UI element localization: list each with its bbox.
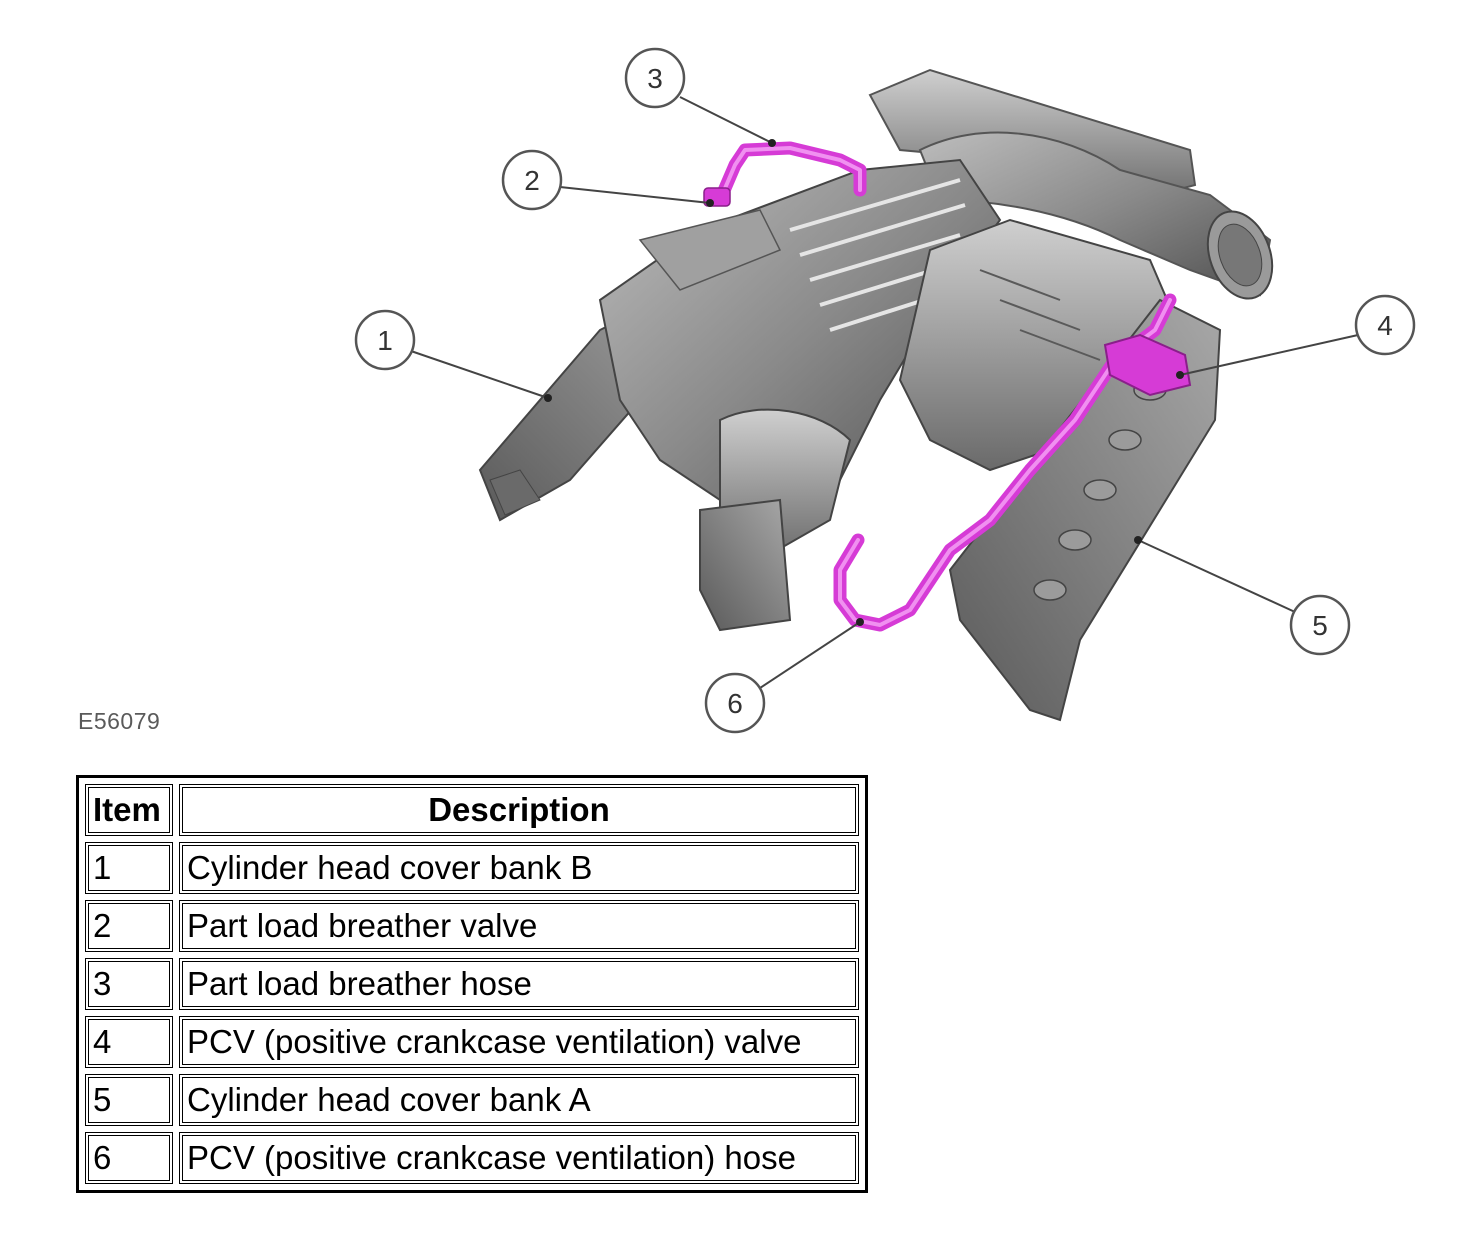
legend-item-description: PCV (positive crankcase ventilation) hos… (179, 1132, 859, 1184)
legend-item-number: 6 (85, 1132, 173, 1184)
svg-text:1: 1 (377, 325, 393, 356)
legend-item-description: Cylinder head cover bank B (179, 842, 859, 894)
legend-item-number: 3 (85, 958, 173, 1010)
callout-3: 3 (624, 47, 686, 109)
intake-manifold (598, 158, 1002, 632)
table-row: 1 Cylinder head cover bank B (85, 842, 859, 894)
table-row: 4 PCV (positive crankcase ventilation) v… (85, 1016, 859, 1068)
legend-item-description: Part load breather hose (179, 958, 859, 1010)
engine-diagram: 1 2 3 4 5 6 (354, 47, 1416, 734)
table-row: 2 Part load breather valve (85, 900, 859, 952)
callout-5: 5 (1289, 594, 1351, 656)
callout-1: 1 (354, 309, 416, 371)
svg-text:3: 3 (647, 63, 663, 94)
leader-lines (407, 96, 1359, 689)
svg-text:4: 4 (1377, 310, 1393, 341)
legend-item-number: 4 (85, 1016, 173, 1068)
callout-6: 6 (704, 672, 766, 734)
legend-table: Item Description 1 Cylinder head cover b… (76, 775, 868, 1193)
legend-item-description: Cylinder head cover bank A (179, 1074, 859, 1126)
table-row: 3 Part load breather hose (85, 958, 859, 1010)
svg-text:6: 6 (727, 688, 743, 719)
callout-2: 2 (501, 149, 563, 211)
legend-header-item: Item (85, 784, 173, 836)
air-intake-duct (868, 68, 1274, 300)
part-load-breather-hose (713, 141, 867, 207)
pcv-valve (1103, 333, 1192, 397)
legend-item-description: PCV (positive crankcase ventilation) val… (179, 1016, 859, 1068)
legend-item-number: 1 (85, 842, 173, 894)
legend-header-description: Description (179, 784, 859, 836)
legend-item-description: Part load breather valve (179, 900, 859, 952)
svg-text:5: 5 (1312, 610, 1328, 641)
table-row: 6 PCV (positive crankcase ventilation) h… (85, 1132, 859, 1184)
legend-item-number: 2 (85, 900, 173, 952)
legend-item-number: 5 (85, 1074, 173, 1126)
figure-id: E56079 (78, 708, 161, 734)
leader-dots (544, 139, 1184, 626)
legend-header-row: Item Description (85, 784, 859, 836)
table-row: 5 Cylinder head cover bank A (85, 1074, 859, 1126)
callout-4: 4 (1354, 294, 1416, 356)
svg-text:2: 2 (524, 165, 540, 196)
